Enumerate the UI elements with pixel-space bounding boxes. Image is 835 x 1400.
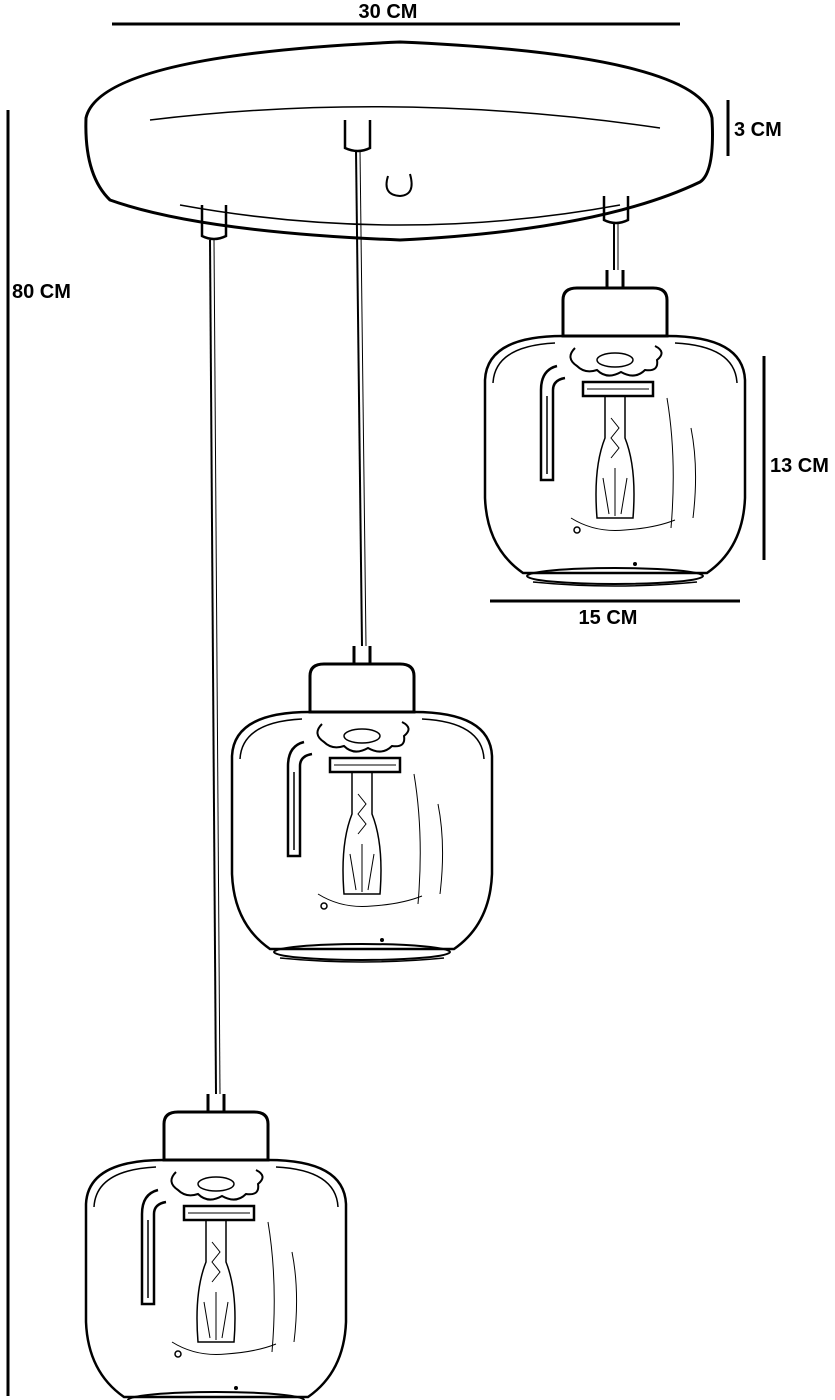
ceiling-canopy (84, 40, 714, 242)
shade-height-label: 13 CM (770, 455, 829, 477)
dimension-lines (6, 22, 766, 1396)
total-drop-label: 80 CM (12, 281, 71, 303)
canopy-height-label: 3 CM (734, 119, 782, 141)
pendant-shade-right (483, 268, 747, 588)
pendant-shade-left (84, 1092, 348, 1400)
shade-width-label: 15 CM (579, 607, 638, 629)
width-label: 30 CM (359, 1, 418, 23)
pendant-shade-middle (230, 644, 494, 964)
pendant-cords (209, 149, 619, 1095)
